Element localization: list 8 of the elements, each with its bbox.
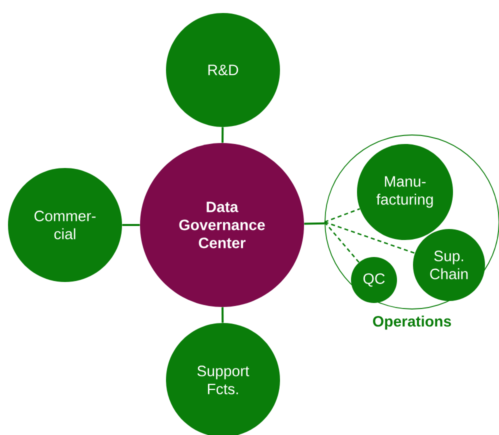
connector xyxy=(222,127,224,143)
dashed-connector xyxy=(324,221,416,254)
connector xyxy=(122,224,140,226)
dashed-connector xyxy=(324,208,360,223)
connector xyxy=(304,222,325,225)
connector xyxy=(222,307,224,323)
node-label: Operations xyxy=(373,316,451,330)
dashed-connector xyxy=(324,222,360,263)
